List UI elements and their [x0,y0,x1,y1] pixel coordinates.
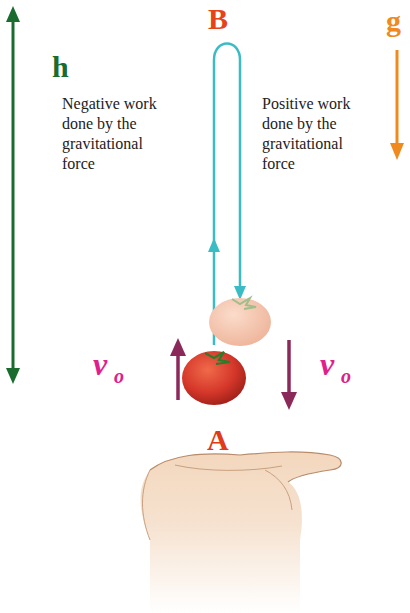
work-note: Negative work done by the gravitational … [62,94,162,174]
height-arrow [6,6,20,384]
tomato-falling [209,298,271,346]
velocity-subscript: o [341,366,351,386]
tomato [182,351,246,405]
gravity-arrow [390,50,404,160]
height-label: h [52,52,69,82]
velocity-symbol: v [320,348,334,380]
velocity-subscript: o [114,366,124,386]
point-label: B [208,4,228,34]
velocity-arrows [170,338,297,410]
velocity-symbol: v [93,348,107,380]
gravity-label: g [386,6,401,36]
point-label: A [207,425,229,455]
work-note: Positive work done by the gravitational … [262,94,362,174]
hand [141,452,342,613]
